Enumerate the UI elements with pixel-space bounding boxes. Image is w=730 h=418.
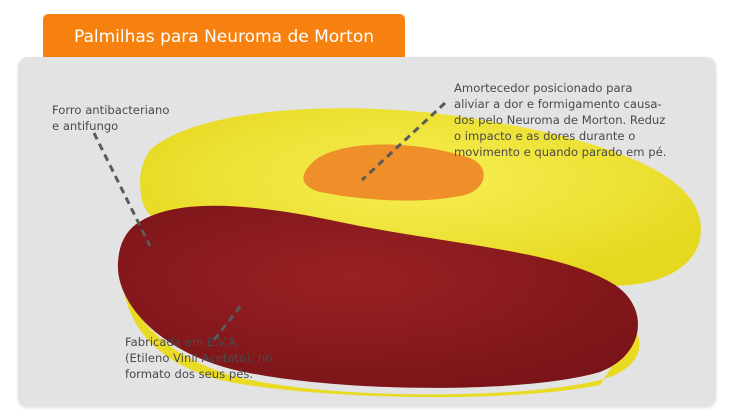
annotation-line: dos pelo Neuroma de Morton. Reduz [454,113,666,127]
lining-annotation: Forro antibacteriano e antifungo [52,102,169,134]
lining-pointer-line [92,132,152,247]
cushion-annotation: Amortecedor posicionado para aliviar a d… [454,80,666,160]
orange-cushion-pad [303,144,484,201]
annotation-line: aliviar a dor e formigamento causa- [454,97,662,111]
annotation-line: Amortecedor posicionado para [454,81,633,95]
annotation-line: Forro antibacteriano [52,103,170,117]
annotation-line: Fabricada em E.V.A. [125,335,240,349]
material-pointer-line [212,303,244,341]
page-title: Palmilhas para Neuroma de Morton [43,14,405,64]
annotation-line: movimento e quando parado em pé. [454,145,667,159]
cushion-pointer-line [360,101,447,182]
yellow-insole-edge [121,262,640,398]
annotation-line: e antifungo [52,119,119,133]
annotation-line: o impacto e as dores durante o [454,129,636,143]
red-insole [117,205,638,388]
annotation-line: formato dos seus pés. [125,367,254,381]
annotation-line: (Etileno Vinil Acetato), no [125,351,273,365]
material-annotation: Fabricada em E.V.A. (Etileno Vinil Aceta… [125,334,272,382]
